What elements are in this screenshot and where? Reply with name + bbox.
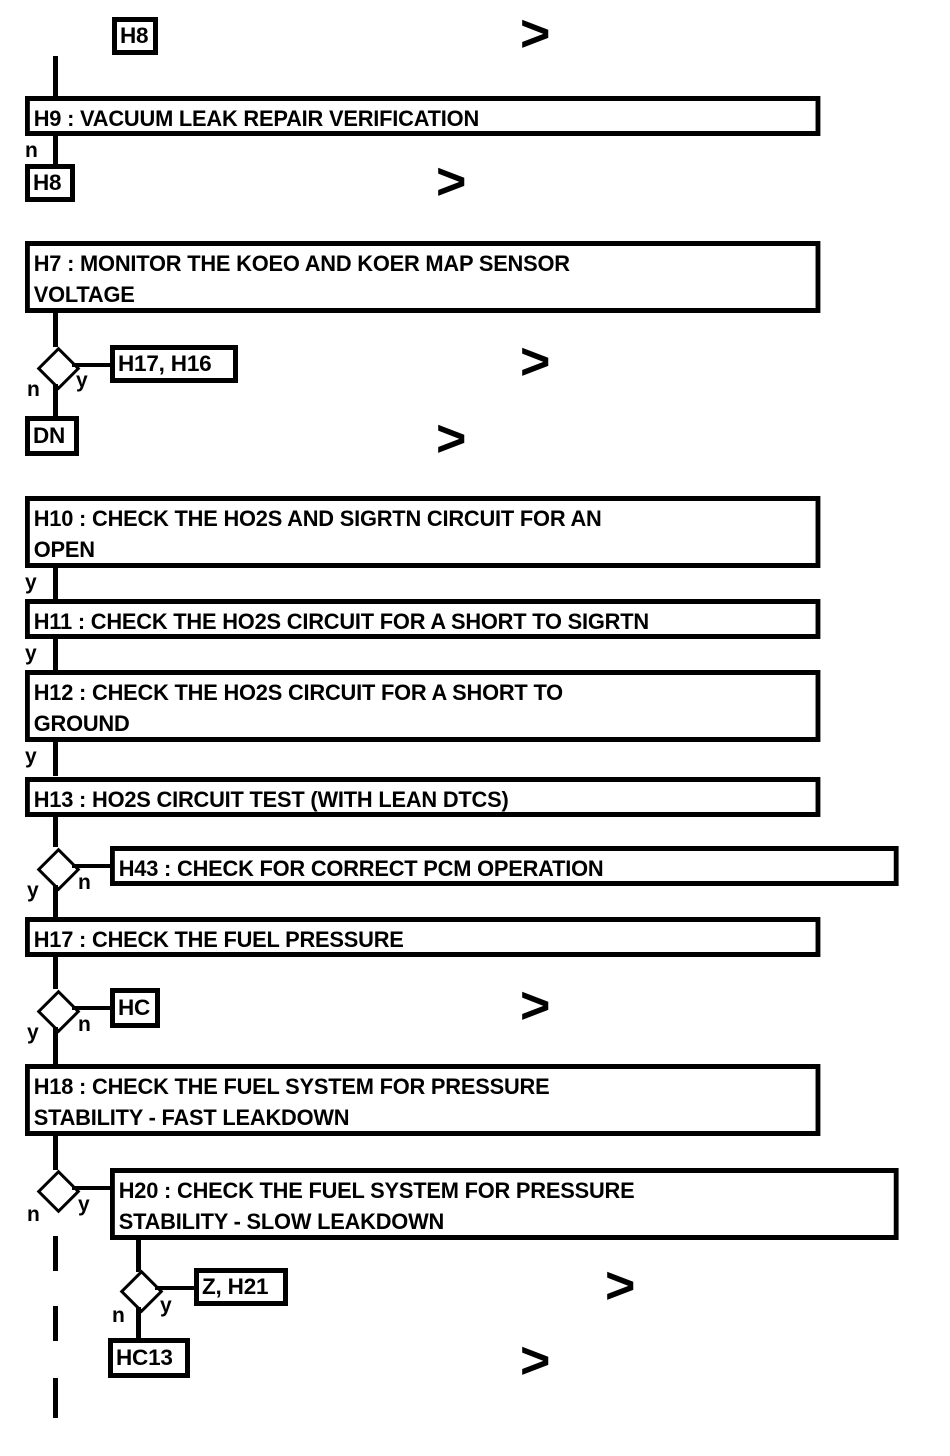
chevron-icon-1: >	[520, 5, 551, 63]
tag-h8-top[interactable]: H8	[112, 17, 158, 55]
connector-h7-no-to-dn	[53, 384, 58, 418]
tag-h8-top-label: H8	[120, 22, 149, 48]
decision-diamond-h7[interactable]	[35, 345, 80, 390]
chevron-icon-2: >	[436, 153, 467, 211]
connector-h13-to-decision	[53, 817, 58, 847]
tag-h8-second[interactable]: H8	[25, 164, 75, 202]
chevron-icon-4: >	[436, 410, 467, 468]
step-box-h10[interactable]: H10 : CHECK THE HO2S AND SIGRTN CIRCUIT …	[25, 496, 821, 568]
tag-z-h21[interactable]: Z, H21	[194, 1268, 288, 1306]
connector-h17-yes-to-h18	[53, 1027, 58, 1065]
chevron-icon-6: >	[605, 1257, 636, 1315]
connector-h13-yes-to-h17	[53, 885, 58, 918]
tag-h8-second-label: H8	[33, 169, 62, 195]
branch-label-h10-yes: y	[25, 571, 37, 594]
tag-dn[interactable]: DN	[25, 416, 79, 456]
branch-label-h17-no: n	[78, 1013, 91, 1036]
chevron-icon-5: >	[520, 977, 551, 1035]
step-box-h17[interactable]: H17 : CHECK THE FUEL PRESSURE	[25, 917, 821, 957]
tag-hc-label: HC	[118, 994, 151, 1020]
decision-diamond-h20[interactable]	[118, 1268, 163, 1313]
dashed-trunk-segment-2	[53, 1306, 58, 1341]
dashed-trunk-segment-3	[53, 1378, 58, 1418]
branch-label-h7-no: n	[27, 378, 40, 401]
branch-label-h20-yes: y	[160, 1294, 172, 1317]
connector-h17-no-to-hc	[72, 1006, 114, 1010]
decision-diamond-h13[interactable]	[35, 846, 80, 891]
tag-h17-h16-label: H17, H16	[118, 350, 212, 376]
connector-h12-to-h13	[53, 742, 58, 776]
tag-hc13-label: HC13	[116, 1344, 173, 1370]
step-box-h12[interactable]: H12 : CHECK THE HO2S CIRCUIT FOR A SHORT…	[25, 670, 821, 742]
branch-label-h13-no: n	[78, 871, 91, 894]
tag-hc[interactable]: HC	[110, 988, 160, 1028]
chevron-icon-7: >	[520, 1332, 551, 1390]
step-box-h43[interactable]: H43 : CHECK FOR CORRECT PCM OPERATION	[110, 846, 899, 886]
connector-h13-no-to-h43	[72, 864, 114, 868]
chevron-icon-3: >	[520, 333, 551, 391]
connector-h20-no-to-hc13	[136, 1307, 141, 1340]
connector-h7-yes-to-h17h16	[72, 363, 114, 367]
step-box-h9[interactable]: H9 : VACUUM LEAK REPAIR VERIFICATION	[25, 96, 821, 136]
step-box-h13[interactable]: H13 : HO2S CIRCUIT TEST (WITH LEAN DTCS)	[25, 777, 821, 817]
step-box-h7[interactable]: H7 : MONITOR THE KOEO AND KOER MAP SENSO…	[25, 241, 821, 313]
connector-h9-to-h8second	[53, 136, 58, 166]
connector-h18-to-decision	[53, 1136, 58, 1170]
connector-h17-to-decision	[53, 957, 58, 989]
connector-h10-to-h11	[53, 568, 58, 600]
dashed-trunk-segment-1	[53, 1236, 58, 1271]
branch-label-h17-yes: y	[27, 1021, 39, 1044]
tag-z-h21-label: Z, H21	[202, 1273, 269, 1299]
tag-h17-h16[interactable]: H17, H16	[110, 345, 238, 383]
connector-h7-to-decision	[53, 313, 58, 347]
branch-label-h7-yes: y	[76, 369, 88, 392]
connector-h20-to-decision	[136, 1240, 141, 1272]
step-box-h20[interactable]: H20 : CHECK THE FUEL SYSTEM FOR PRESSURE…	[110, 1168, 899, 1240]
step-box-h11[interactable]: H11 : CHECK THE HO2S CIRCUIT FOR A SHORT…	[25, 599, 821, 639]
branch-label-h18-yes: y	[78, 1193, 90, 1216]
connector-h18-yes-to-h20	[72, 1186, 114, 1190]
connector-h8top-to-h9	[53, 56, 58, 98]
step-box-h18[interactable]: H18 : CHECK THE FUEL SYSTEM FOR PRESSURE…	[25, 1064, 821, 1136]
decision-diamond-h18[interactable]	[35, 1168, 80, 1213]
branch-label-h11-yes: y	[25, 642, 37, 665]
branch-label-h13-yes: y	[27, 879, 39, 902]
branch-label-h12-yes: y	[25, 745, 37, 768]
branch-label-h9-no: n	[25, 139, 38, 162]
branch-label-h20-no: n	[112, 1304, 125, 1327]
decision-diamond-h17[interactable]	[35, 988, 80, 1033]
connector-h20-yes-to-zh21	[155, 1286, 197, 1290]
connector-h11-to-h12	[53, 639, 58, 671]
tag-hc13[interactable]: HC13	[108, 1338, 190, 1378]
branch-label-h18-no: n	[27, 1203, 40, 1226]
tag-dn-label: DN	[33, 422, 66, 448]
